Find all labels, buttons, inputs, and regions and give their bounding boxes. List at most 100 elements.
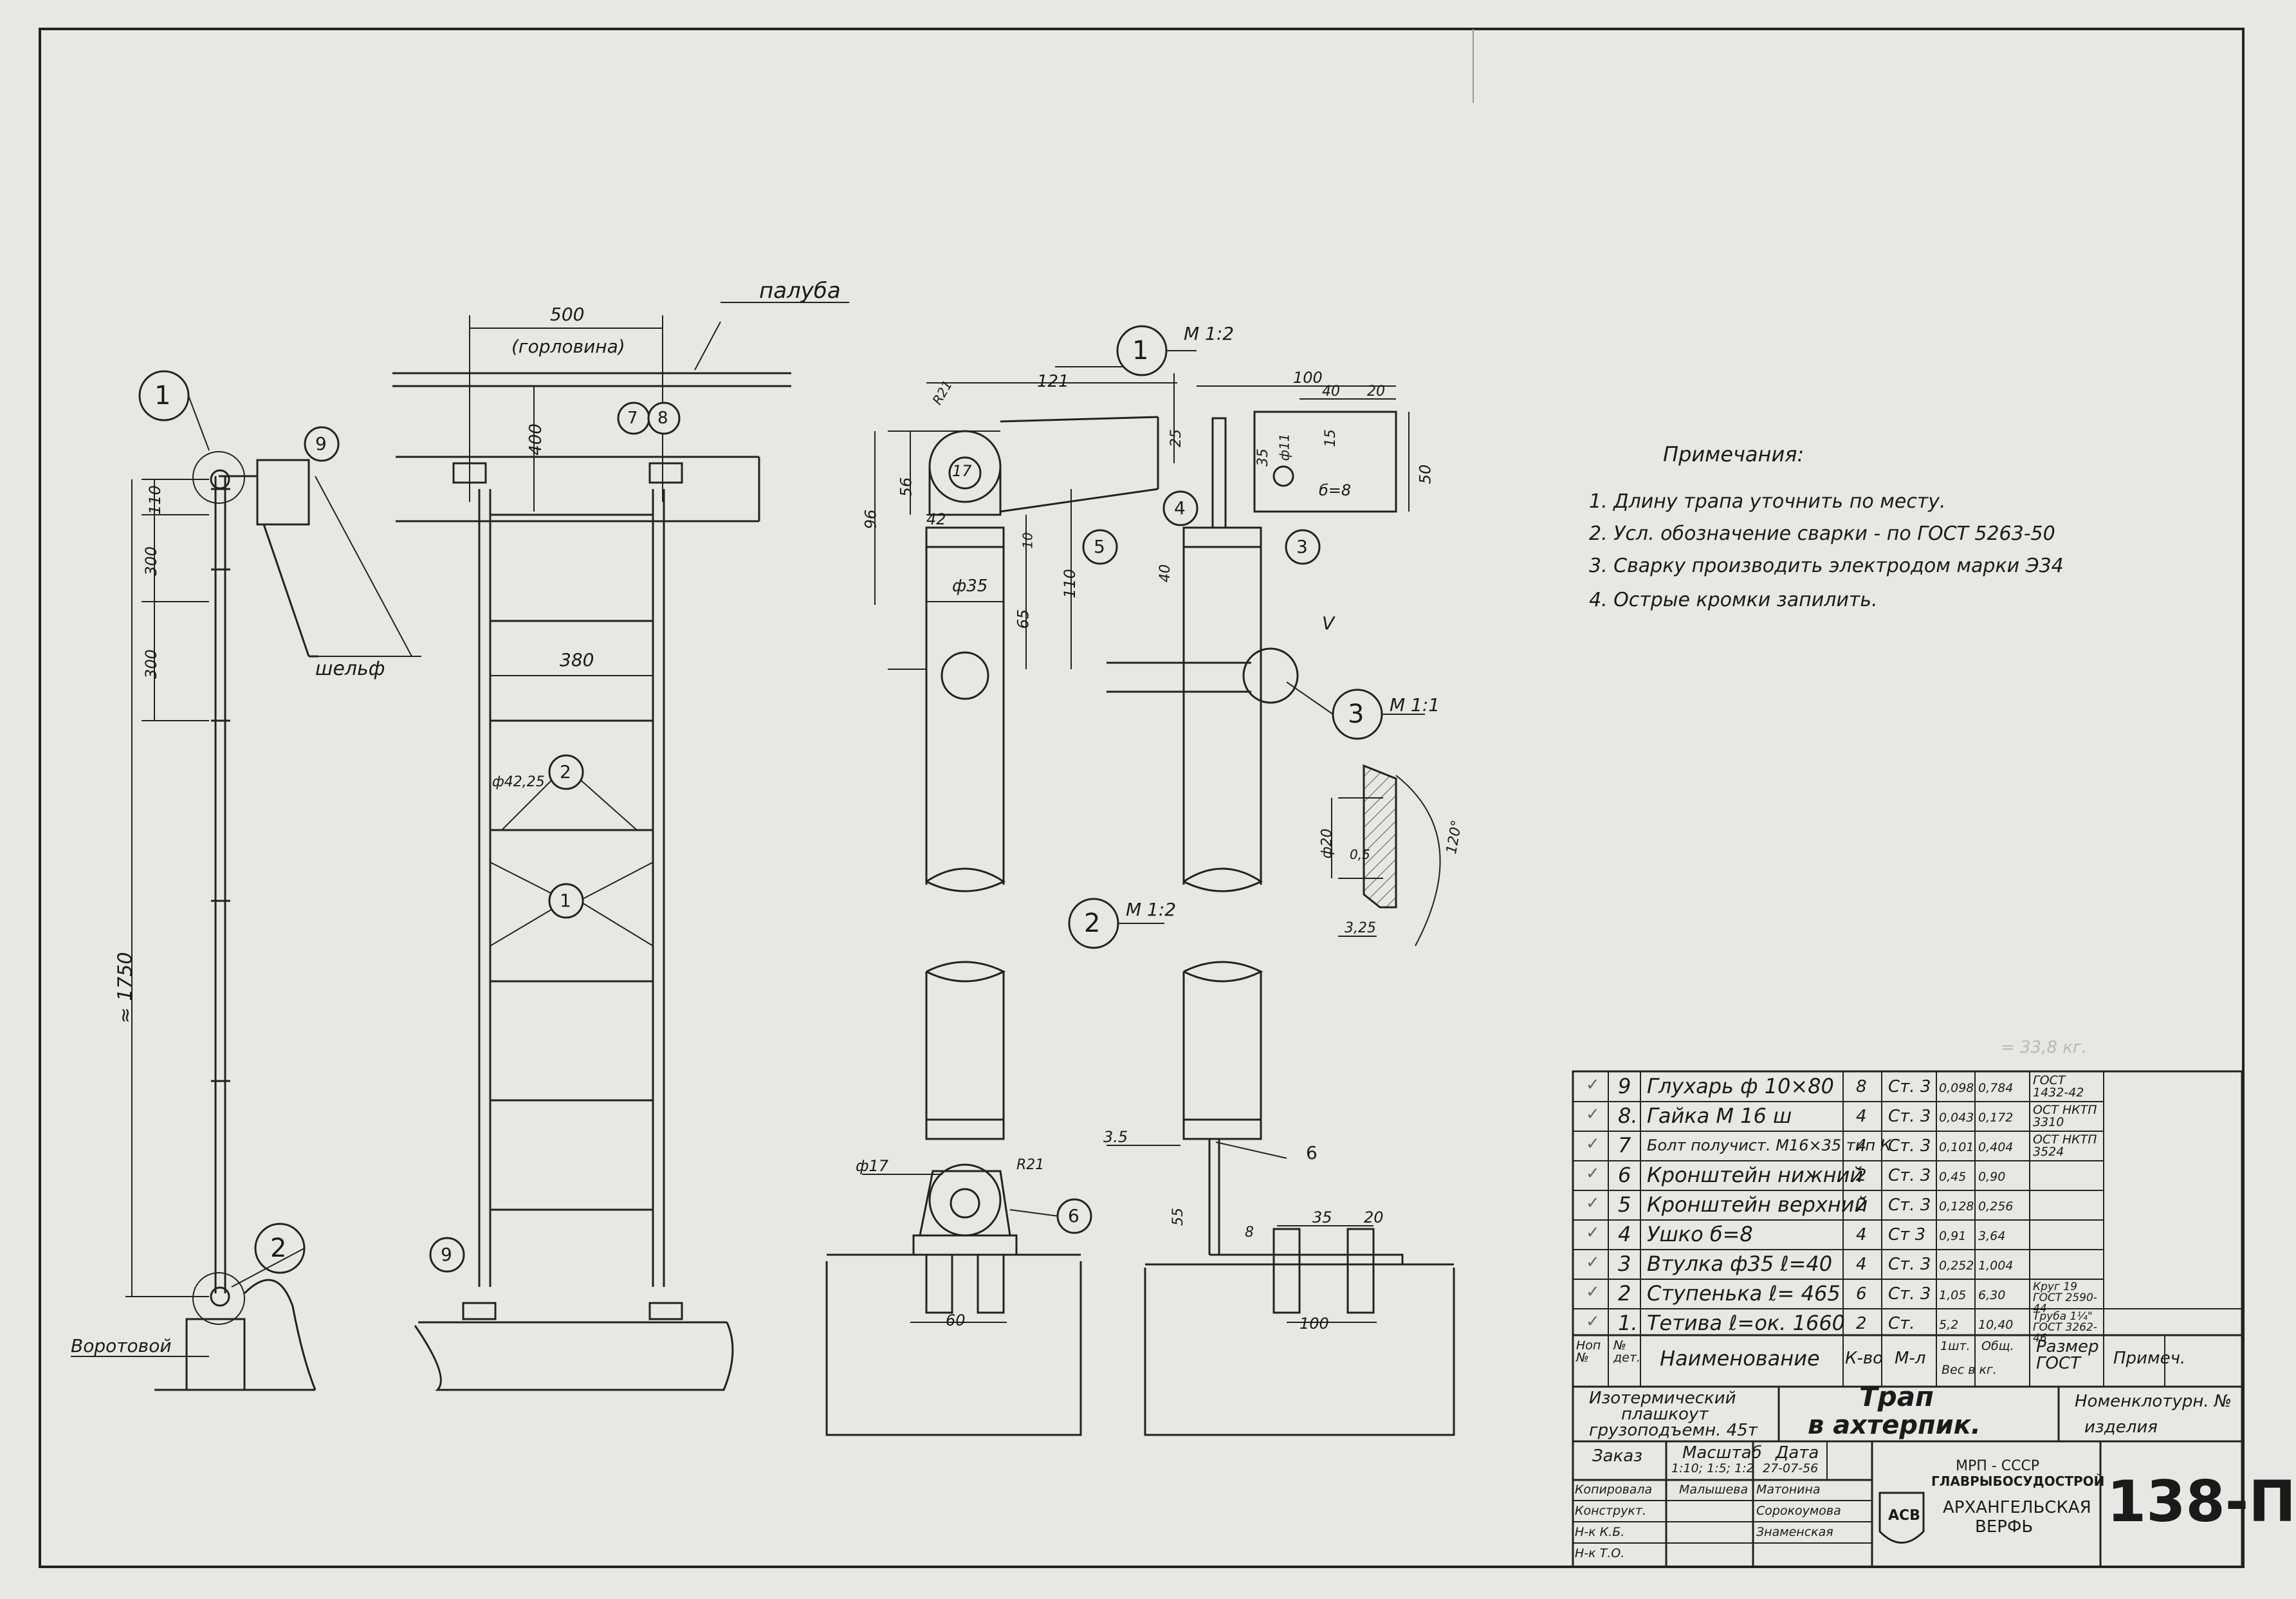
- check-mark: ✓: [1586, 1223, 1600, 1243]
- total-weight: = 33,8 кг.: [2001, 1038, 2087, 1057]
- dim-55: 55: [1170, 1208, 1186, 1226]
- bom-pos: 9: [1618, 1074, 1631, 1098]
- bom-material: Ст. 3: [1888, 1196, 1931, 1215]
- dim-15: 15: [1323, 429, 1339, 447]
- check-mark: ✓: [1586, 1312, 1600, 1331]
- dim-60: 60: [946, 1311, 966, 1329]
- dim-r21: R21: [1016, 1157, 1045, 1173]
- callout-1: 1: [560, 890, 571, 911]
- bom-name: Кронштейн нижний: [1647, 1163, 1864, 1187]
- weld-v: V: [1322, 613, 1335, 634]
- bom-qty: 8: [1856, 1077, 1867, 1096]
- bom-pos: 7: [1618, 1133, 1631, 1158]
- dim-65: 65: [1014, 609, 1033, 629]
- bom-material: Ст. 3: [1888, 1107, 1931, 1126]
- role-label: Н-к Т.О.: [1575, 1546, 1625, 1560]
- check-mark: ✓: [1586, 1194, 1600, 1213]
- dim-110: 110: [1060, 569, 1079, 598]
- shipyard-logo: [1878, 1492, 1925, 1544]
- bom-pos: 4: [1618, 1222, 1631, 1246]
- note-item: 4. Острые кромки запилить.: [1589, 589, 1878, 611]
- dim-400: 400: [526, 423, 546, 456]
- dim-40: 40: [1157, 564, 1173, 582]
- bom-pos: 2: [1618, 1281, 1631, 1306]
- scale-detail-1: М 1:2: [1184, 323, 1235, 344]
- dim-0-5: 0,5: [1350, 847, 1370, 862]
- bom-header-det: № дет.: [1613, 1338, 1640, 1365]
- date-label: Дата: [1776, 1443, 1819, 1463]
- dim-3-5: 3.5: [1103, 1128, 1128, 1146]
- bom-weight-unit: 0,45: [1939, 1170, 1967, 1184]
- dim-300: 300: [142, 546, 160, 576]
- dim-100: 100: [1300, 1315, 1329, 1333]
- bom-weight-total: 10,40: [1978, 1318, 2014, 1332]
- scale-label: Масштаб: [1682, 1443, 1762, 1463]
- dim-380: 380: [560, 649, 594, 670]
- title-block-lines: [1572, 1385, 2243, 1568]
- dim-96: 96: [861, 509, 880, 530]
- bom-gost: ОСТ НКТП 3524: [2033, 1132, 2097, 1159]
- bom-weight-unit: 0,252: [1939, 1259, 1974, 1273]
- dim-25: 25: [1168, 429, 1184, 447]
- callout-1: 1: [1132, 336, 1149, 365]
- role-label: Конструкт.: [1575, 1504, 1646, 1518]
- bom-pos: 6: [1618, 1163, 1631, 1187]
- dim-17: 17: [952, 462, 972, 480]
- callout-8: 8: [657, 409, 668, 428]
- order-label: Заказ: [1592, 1446, 1643, 1466]
- callout-5: 5: [1094, 536, 1105, 557]
- bom-material: Ст. 3: [1888, 1136, 1931, 1156]
- notes-title: Примечания:: [1663, 442, 1805, 467]
- desc-line: грузоподъемн. 45т: [1589, 1421, 1758, 1440]
- org-line: АРХАНГЕЛЬСКАЯ: [1943, 1498, 2091, 1517]
- dim-b8: б=8: [1319, 481, 1352, 499]
- check-mark: ✓: [1586, 1253, 1600, 1272]
- bom-qty: 6: [1856, 1284, 1867, 1304]
- check-mark: ✓: [1586, 1105, 1600, 1124]
- dim-phi20: ф20: [1319, 828, 1336, 859]
- bom-gost: ОСТ НКТП 3310: [2033, 1103, 2097, 1129]
- person-name: Матонина: [1756, 1483, 1821, 1497]
- label-paluba: палуба: [759, 278, 841, 304]
- label-vorotovoy: Воротовой: [71, 1335, 172, 1356]
- bom-header-w2: Общ.: [1981, 1339, 2014, 1353]
- bom-header-mat: М-л: [1895, 1349, 1926, 1368]
- bom-material: Ст. 3: [1888, 1255, 1931, 1274]
- bom-weight-unit: 0,128: [1939, 1199, 1974, 1214]
- org-line: ГЛАВРЫБОСУДОСТРОЙ: [1931, 1474, 2105, 1489]
- check-mark: ✓: [1586, 1075, 1600, 1095]
- bom-name: Болт получист. М16×35 тип К: [1647, 1136, 1891, 1154]
- dim-50: 50: [1416, 464, 1435, 485]
- bom-weight-unit: 0,91: [1939, 1229, 1967, 1243]
- frame-border: [39, 28, 2245, 1568]
- role-label: Копировала: [1575, 1483, 1653, 1497]
- callout-2: 2: [560, 761, 571, 782]
- front-view: [392, 302, 849, 1391]
- dim-phi11: ф11: [1276, 433, 1292, 461]
- bom-pos: 8.: [1618, 1104, 1638, 1128]
- bom-weight-unit: 5,2: [1939, 1318, 1959, 1332]
- bom-weight-total: 0,784: [1978, 1081, 2014, 1095]
- dim-phi4225: ф42,25: [492, 774, 545, 790]
- dim-20: 20: [1364, 1208, 1384, 1226]
- bom-weight-unit: 0,098: [1939, 1081, 1974, 1095]
- callout-3: 3: [1296, 536, 1308, 557]
- org-line: ВЕРФЬ: [1975, 1517, 2034, 1537]
- detail-2: [825, 961, 1455, 1436]
- bom-qty: 4: [1856, 1225, 1867, 1244]
- bom-qty: 2: [1856, 1166, 1867, 1185]
- dim-110: 110: [145, 485, 164, 515]
- callout-1: 1: [154, 381, 171, 411]
- org-line: МРП - СССР: [1956, 1458, 2040, 1474]
- bom-material: Ст.: [1888, 1314, 1915, 1333]
- dim-100: 100: [1293, 369, 1323, 387]
- bom-weight-unit: 1,05: [1939, 1288, 1967, 1302]
- callout-6: 6: [1068, 1205, 1079, 1226]
- check-mark: ✓: [1586, 1282, 1600, 1302]
- bom-qty: 2: [1856, 1196, 1867, 1215]
- detail-3: [1331, 764, 1441, 947]
- bom-header-pos: Ноп №: [1576, 1338, 1601, 1365]
- bom-material: Ст 3: [1888, 1225, 1926, 1244]
- label-shelf: шельф: [315, 658, 385, 680]
